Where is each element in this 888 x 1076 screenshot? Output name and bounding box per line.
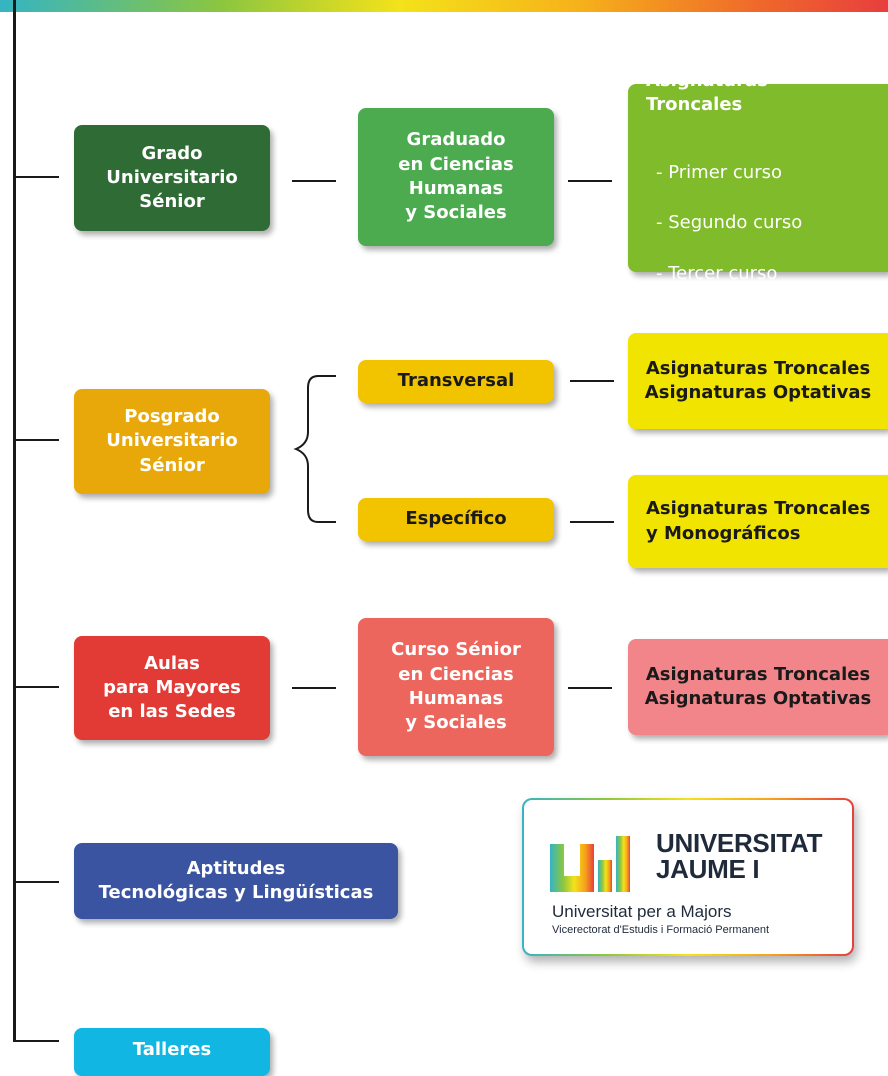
logo-subtitle: Universitat per a Majors <box>552 902 732 921</box>
connector-talleres <box>13 1040 59 1042</box>
curso-item: - Segundo curso <box>656 212 803 234</box>
especifico-detail-box: Asignaturas Troncales y Monográficos <box>628 475 888 568</box>
transversal-box: Transversal <box>358 360 554 403</box>
gradient-top-bar <box>0 0 888 12</box>
logo-department: Vicerectorat d'Estudis i Formació Perman… <box>552 924 770 936</box>
aptitudes-box: Aptitudes Tecnológicas y Lingüísticas <box>74 843 398 919</box>
connector-aptitudes <box>13 881 59 883</box>
transversal-detail-box: Asignaturas Troncales Asignaturas Optati… <box>628 333 888 429</box>
grado-universitario-box: Grado Universitario Sénior <box>74 125 270 231</box>
curso-item: - Primer curso <box>656 162 782 184</box>
talleres-box: Talleres <box>74 1028 270 1076</box>
link-especifico <box>570 521 614 523</box>
link-aulas-1-2 <box>292 687 336 689</box>
curso-item: - Tercer curso <box>656 262 778 284</box>
troncales-content: Asignaturas Troncales - Primer curso - S… <box>646 45 802 311</box>
logo-name-line: UNIVERSITAT <box>656 828 823 858</box>
curso-senior-box: Curso Sénior en Ciencias Humanas y Socia… <box>358 618 554 756</box>
posgrado-universitario-box: Posgrado Universitario Sénior <box>74 389 270 494</box>
uji-logo-icon <box>550 836 630 892</box>
aulas-detail-box: Asignaturas Troncales Asignaturas Optati… <box>628 639 888 735</box>
graduado-ciencias-box: Graduado en Ciencias Humanas y Sociales <box>358 108 554 246</box>
troncales-title: Asignaturas Troncales <box>646 70 768 116</box>
trunk-line <box>13 0 16 1042</box>
connector-grado <box>13 176 59 178</box>
uji-logo-name: UNIVERSITAT JAUME I <box>656 830 822 882</box>
logo-name-line: JAUME I <box>656 854 760 884</box>
link-grado-2-3 <box>568 180 612 182</box>
link-grado-1-2 <box>292 180 336 182</box>
link-aulas-2-3 <box>568 687 612 689</box>
aulas-mayores-box: Aulas para Mayores en las Sedes <box>74 636 270 740</box>
connector-aulas <box>13 686 59 688</box>
brace-icon <box>293 375 336 523</box>
asignaturas-troncales-box: Asignaturas Troncales - Primer curso - S… <box>628 70 888 284</box>
uji-logo-card: UNIVERSITAT JAUME I Universitat per a Ma… <box>522 798 854 956</box>
especifico-box: Específico <box>358 498 554 541</box>
link-transversal <box>570 380 614 382</box>
connector-posgrado <box>13 439 59 441</box>
